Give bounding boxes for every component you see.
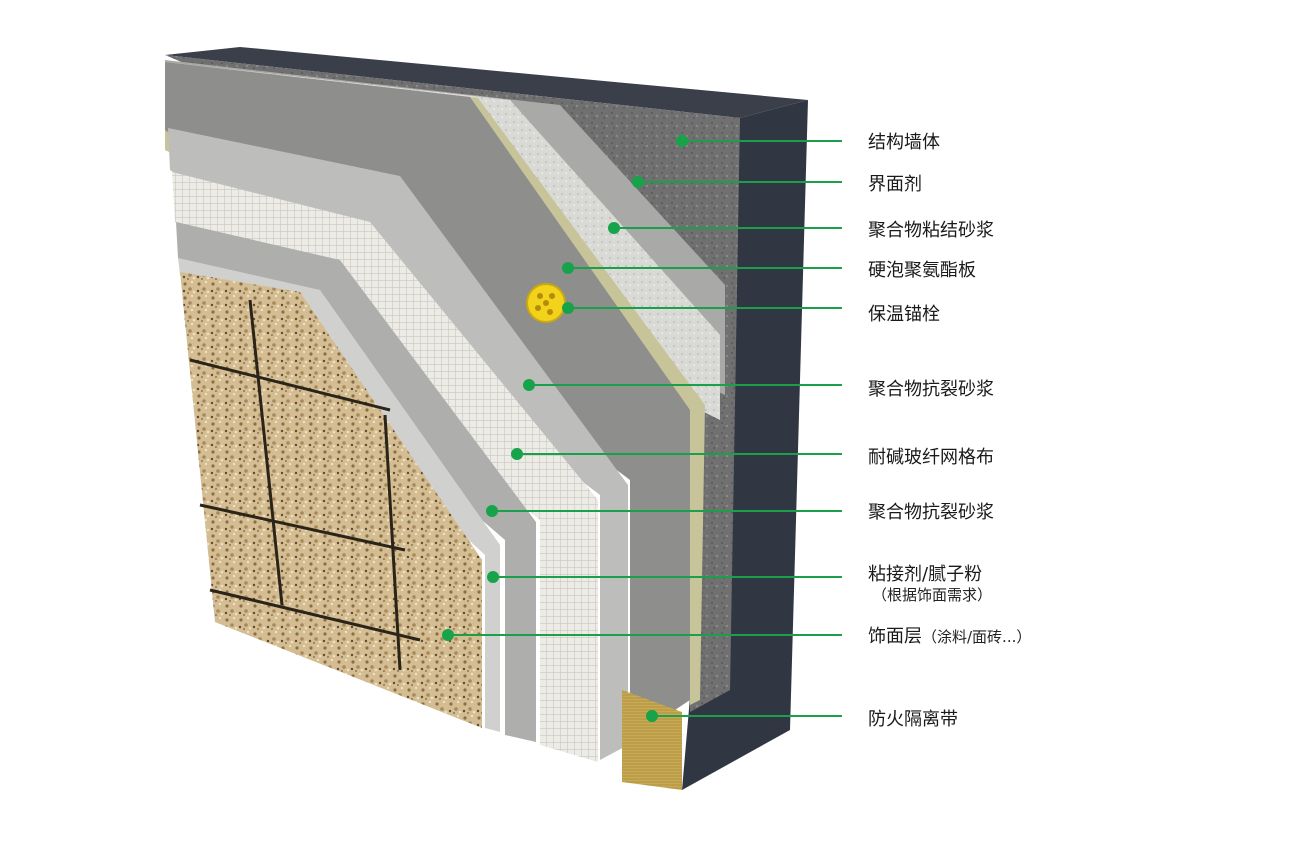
leader-dot-crack-mortar-1 xyxy=(523,379,535,391)
label-fiber-mesh: 耐碱玻纤网格布 xyxy=(868,447,994,468)
label-pu-board: 硬泡聚氨酯板 xyxy=(868,260,976,281)
label-adhesive-putty: 粘接剂/腻子粉 xyxy=(868,564,983,585)
leader-dot-fiber-mesh xyxy=(511,448,523,460)
tile-grid xyxy=(189,299,421,671)
note-adhesive-putty: （根据饰面需求） xyxy=(872,586,993,604)
leader-dot-crack-mortar-2 xyxy=(486,505,498,517)
pu-board-edge xyxy=(165,62,705,705)
leader-dot-interface-agent xyxy=(632,176,644,188)
label-finish-layer: 饰面层（涂料/面砖...） xyxy=(868,622,1031,648)
finish-layer-face xyxy=(180,272,482,728)
leader-dot-adhesive-putty xyxy=(487,571,499,583)
leader-dot-finish-layer xyxy=(442,629,454,641)
pu-board-face xyxy=(165,62,690,740)
leader-dot-anchor xyxy=(562,302,574,314)
leader-dot-pu-board xyxy=(562,262,574,274)
label-fire-barrier: 防火隔离带 xyxy=(868,709,958,730)
label-anchor: 保温锚栓 xyxy=(868,304,940,325)
label-finish-layer-main: 饰面层 xyxy=(868,626,922,647)
leader-dot-fire-barrier xyxy=(646,710,658,722)
leader-lines xyxy=(442,135,842,722)
leader-dot-bonding-mortar xyxy=(608,222,620,234)
label-interface-agent: 界面剂 xyxy=(868,174,922,195)
label-bonding-mortar: 聚合物粘结砂浆 xyxy=(868,220,994,241)
note-finish-layer: （涂料/面砖...） xyxy=(922,628,1032,646)
anchor-disc xyxy=(526,283,566,323)
leader-dot-structural-wall xyxy=(676,135,688,147)
label-structural-wall: 结构墙体 xyxy=(868,132,940,153)
wall-top-face xyxy=(165,47,808,118)
label-crack-mortar-1: 聚合物抗裂砂浆 xyxy=(868,379,994,400)
label-crack-mortar-2: 聚合物抗裂砂浆 xyxy=(868,502,994,523)
